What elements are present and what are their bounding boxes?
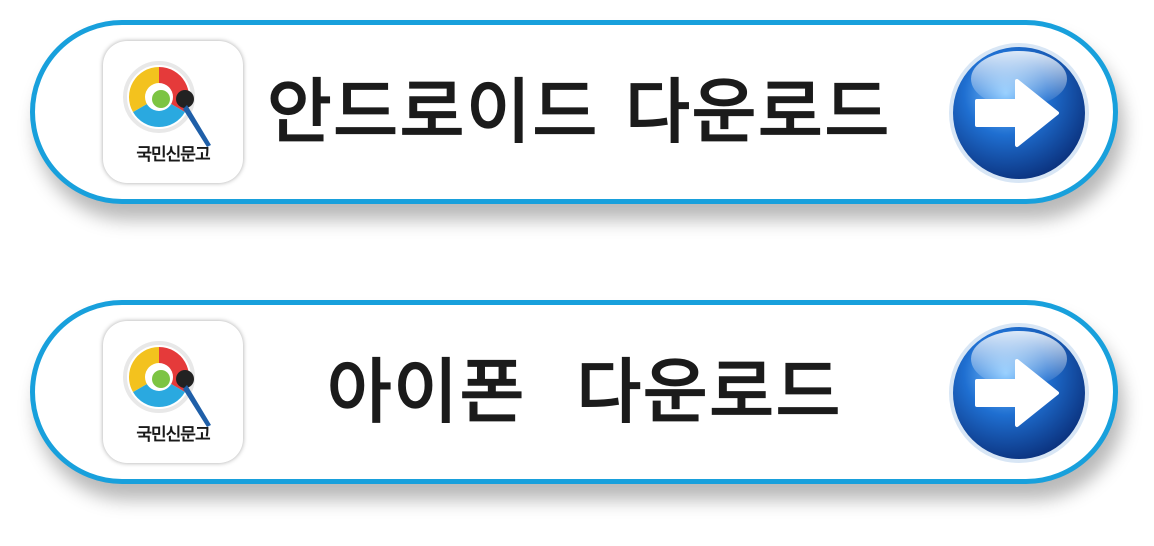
app-logo-icon: 국민신문고 <box>103 321 243 463</box>
android-download-label: 안드로이드 다운로드 <box>267 71 891 153</box>
arrow-right-icon[interactable] <box>945 39 1093 187</box>
app-logo-icon: 국민신문고 <box>103 41 243 183</box>
app-logo-graphic <box>123 341 211 427</box>
iphone-download-label: 아이폰 다운로드 <box>327 351 843 433</box>
app-logo-graphic <box>123 61 211 147</box>
arrow-right-icon[interactable] <box>945 319 1093 467</box>
android-download-button[interactable]: 국민신문고 안드로이드 다운로드 <box>30 20 1118 204</box>
iphone-download-button[interactable]: 국민신문고 아이폰 다운로드 <box>30 300 1118 484</box>
app-icon-label: 국민신문고 <box>136 145 210 165</box>
app-icon-label: 국민신문고 <box>136 425 210 445</box>
